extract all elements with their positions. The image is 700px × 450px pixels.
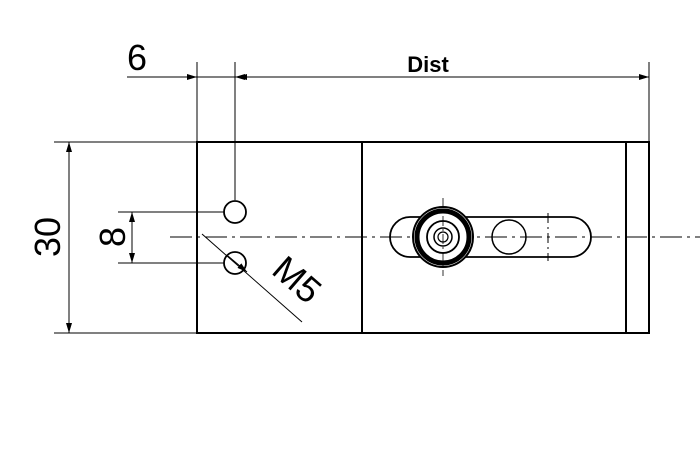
dim-left-offset <box>127 62 260 200</box>
slot-end-circle <box>491 219 527 255</box>
upper-hole <box>223 200 247 224</box>
thread-label-m5: M5 <box>265 248 330 312</box>
torx-socket <box>433 227 453 247</box>
thread-callout <box>201 233 303 323</box>
callout-arrow <box>227 255 248 273</box>
adjust-slot <box>389 213 592 261</box>
dim-label-6: 6 <box>127 37 147 78</box>
dim-height <box>54 141 197 334</box>
dim-label-dist: Dist <box>407 52 449 77</box>
dim-hole-spacing <box>118 211 224 264</box>
dim-label-8: 8 <box>92 227 133 247</box>
slot-outline <box>389 216 592 258</box>
dim-label-30: 30 <box>27 217 68 257</box>
dim-distance <box>237 62 650 142</box>
callout-leader <box>201 233 303 323</box>
screw-head <box>412 198 474 276</box>
